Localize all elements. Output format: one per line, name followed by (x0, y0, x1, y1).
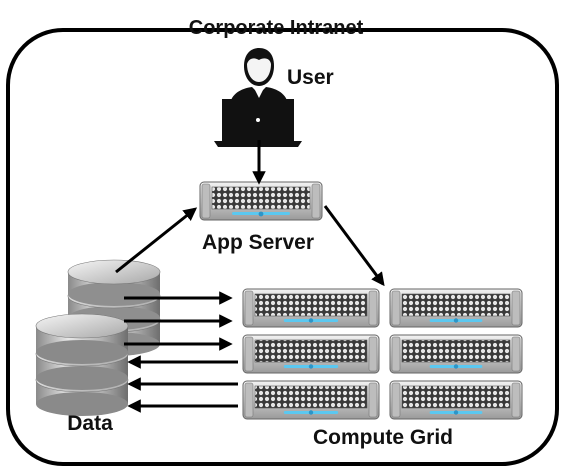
compute-grid-icon (242, 288, 523, 420)
user-laptop-icon (214, 48, 302, 147)
compute-grid-node: Compute Grid (242, 288, 523, 449)
compute-grid-label: Compute Grid (313, 426, 453, 449)
arrow-data-to-app-server (115, 207, 198, 274)
database-cylinders-icon (35, 259, 161, 416)
grid-server-2-2 (389, 334, 523, 374)
data-label: Data (67, 412, 113, 435)
database-stack-front (35, 313, 129, 416)
data-node: Data (35, 259, 161, 435)
app-server-label: App Server (202, 231, 314, 254)
user-node: User (214, 48, 334, 147)
grid-server-1-1 (242, 288, 380, 328)
arrow-app-server-to-compute-grid (323, 205, 385, 287)
user-label: User (287, 66, 334, 89)
grid-server-2-1 (389, 288, 523, 328)
intranet-boundary (6, 28, 559, 466)
app-server-icon (199, 181, 323, 221)
app-server-node: App Server (199, 181, 323, 254)
grid-server-1-2 (242, 334, 380, 374)
diagram-title: Corporate Intranet (189, 17, 364, 39)
connections (115, 140, 385, 413)
grid-server-2-3 (389, 380, 523, 420)
grid-server-1-3 (242, 380, 380, 420)
